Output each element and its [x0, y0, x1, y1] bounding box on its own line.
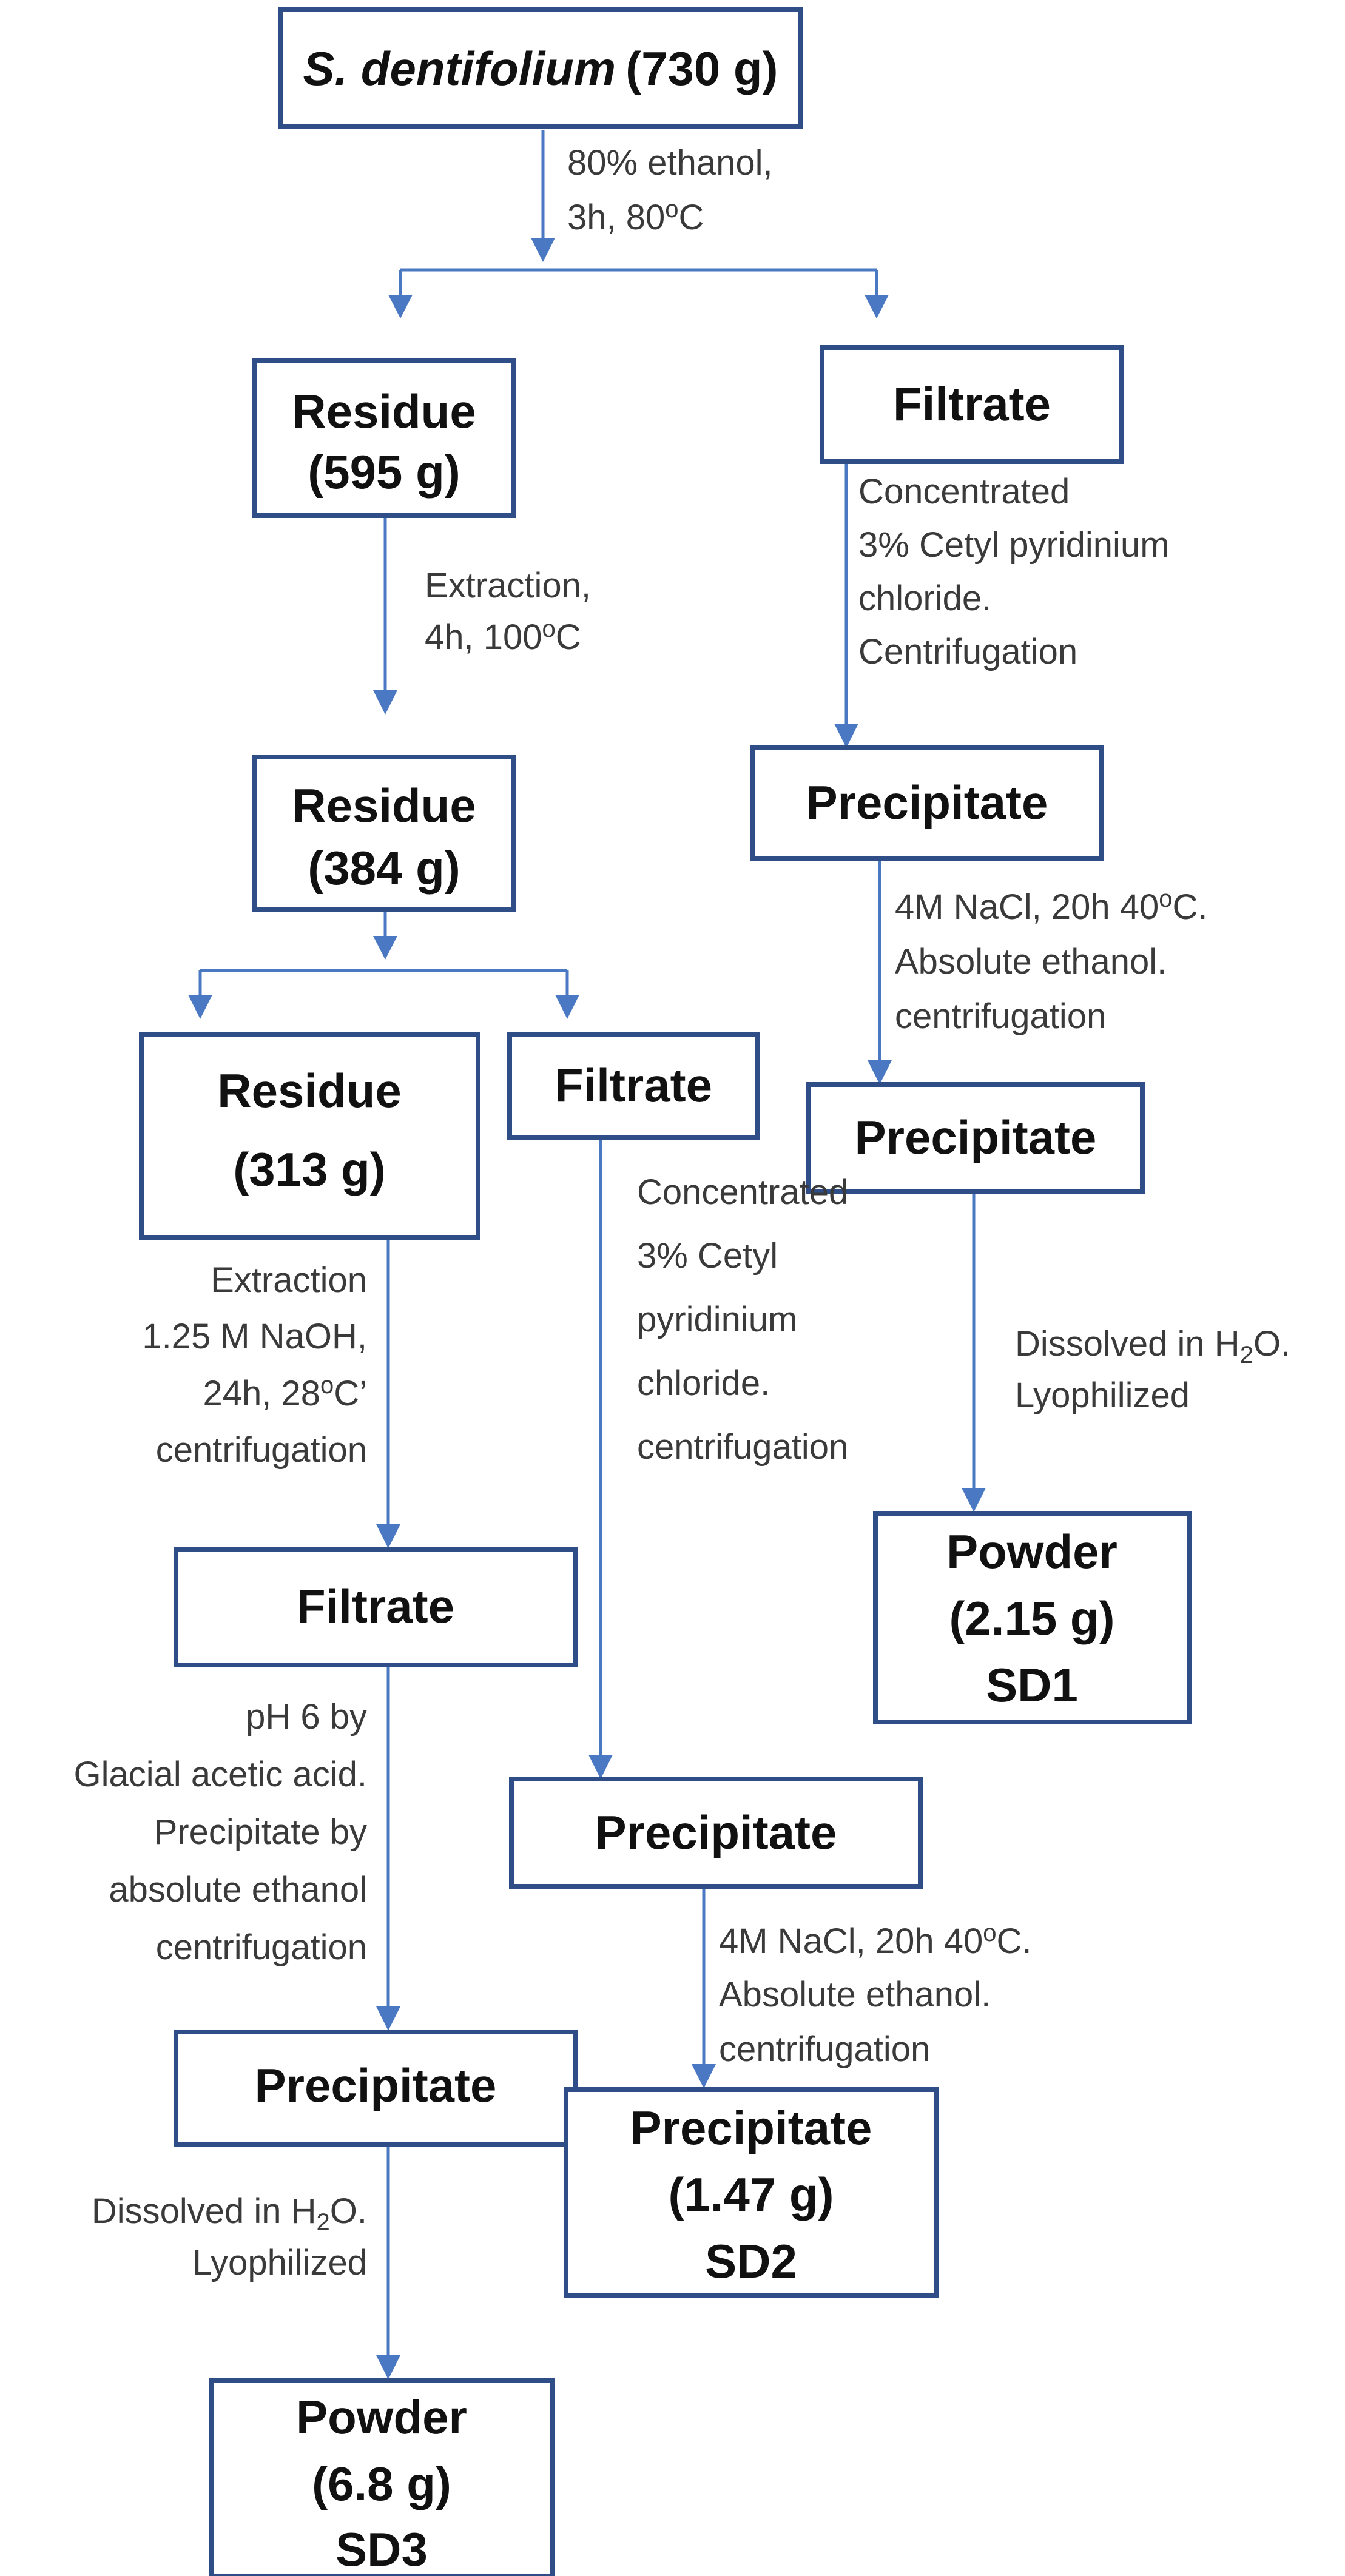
middle-nacl-line2: Absolute ethanol.: [719, 1975, 991, 2014]
precipitate-sd2-amount: (1.47 g): [668, 2168, 834, 2221]
acid-line5: centrifugation: [156, 1928, 367, 1967]
precipitate-sd2-box: [564, 2087, 939, 2298]
precipitate-sd2-code: SD2: [705, 2235, 797, 2288]
middle-nacl-line3: centrifugation: [719, 2030, 930, 2069]
boxes: [139, 7, 1192, 2576]
step1-line1: 80% ethanol,: [567, 143, 773, 183]
middle-cetyl-line4: chloride.: [637, 1364, 770, 1403]
right-cetyl-line3: chloride.: [858, 579, 991, 618]
middle-cetyl-line1: Concentrated: [637, 1172, 848, 1212]
precipitate-left-box: [174, 2030, 578, 2147]
naoh-line3: 24h, 28oC’: [203, 1372, 367, 1413]
root-box: [278, 7, 803, 129]
precipitate-right-1-box: [750, 745, 1104, 861]
step2-line1: Extraction,: [425, 566, 591, 605]
step2-line2: 4h, 100oC: [425, 616, 581, 657]
powder-sd1-code: SD1: [986, 1658, 1078, 1712]
root-label: S. dentifolium(730 g): [303, 42, 778, 95]
residue-313-amount: (313 g): [233, 1143, 385, 1196]
right-nacl-line2: Absolute ethanol.: [895, 942, 1167, 981]
box-labels: S. dentifolium(730 g) Residue (595 g) Fi…: [217, 42, 1117, 2576]
powder-sd3-amount: (6.8 g): [312, 2457, 451, 2510]
middle-cetyl-line5: centrifugation: [637, 1427, 848, 1467]
step1-line2: 3h, 80oC: [567, 196, 704, 237]
filtrate-middle-label: Filtrate: [555, 1058, 712, 1112]
right-cetyl-line1: Concentrated: [858, 472, 1070, 511]
step-annotations: 80% ethanol, 3h, 80oC Extraction, 4h, 10…: [73, 143, 1290, 2282]
right-nacl-line1: 4M NaCl, 20h 40oC.: [895, 886, 1207, 927]
arrowhead: [531, 238, 555, 262]
powder-sd1-amount: (2.15 g): [949, 1592, 1114, 1645]
precipitate-right-1-label: Precipitate: [806, 776, 1048, 829]
right-dissolve-line2: Lyophilized: [1015, 1376, 1190, 1415]
acid-line4: absolute ethanol: [109, 1870, 367, 1909]
filtrate-right-box: [820, 345, 1124, 464]
residue-384-amount: (384 g): [308, 841, 460, 895]
precipitate-right-2-label: Precipitate: [855, 1111, 1097, 1164]
acid-line1: pH 6 by: [246, 1697, 367, 1737]
species-amount: (730 g): [625, 42, 778, 95]
powder-sd3-code: SD3: [335, 2523, 428, 2576]
acid-line2: Glacial acetic acid.: [73, 1755, 367, 1794]
residue-384-title: Residue: [292, 779, 476, 832]
precipitate-left-label: Precipitate: [255, 2059, 497, 2112]
right-nacl-line3: centrifugation: [895, 997, 1106, 1036]
filtrate-left-label: Filtrate: [297, 1579, 454, 1633]
powder-sd3-box: [209, 2378, 555, 2576]
residue-313-title: Residue: [217, 1064, 401, 1117]
residue-595-title: Residue: [292, 385, 476, 438]
precipitate-middle-label: Precipitate: [595, 1806, 837, 1859]
precipitate-sd2-title: Precipitate: [630, 2101, 872, 2154]
precipitate-middle-box: [509, 1777, 923, 1889]
powder-sd1-title: Powder: [946, 1525, 1117, 1578]
residue-313-box: [139, 1032, 480, 1240]
right-cetyl-line2: 3% Cetyl pyridinium: [858, 525, 1170, 565]
naoh-line4: centrifugation: [156, 1430, 367, 1470]
middle-cetyl-line2: 3% Cetyl: [637, 1236, 778, 1276]
naoh-line2: 1.25 M NaOH,: [142, 1317, 367, 1356]
left-dissolve-line2: Lyophilized: [192, 2243, 367, 2282]
middle-nacl-line1: 4M NaCl, 20h 40oC.: [719, 1920, 1031, 1961]
left-dissolve-line1: Dissolved in H2O.: [92, 2191, 367, 2236]
residue-384-box: [252, 755, 516, 912]
right-cetyl-line4: Centrifugation: [858, 632, 1077, 671]
residue-595-amount: (595 g): [308, 445, 460, 499]
naoh-line1: Extraction: [211, 1260, 367, 1300]
filtrate-right-label: Filtrate: [893, 377, 1051, 431]
right-dissolve-line1: Dissolved in H2O.: [1015, 1324, 1290, 1368]
filtrate-left-box: [174, 1547, 578, 1667]
middle-cetyl-line3: pyridinium: [637, 1300, 797, 1339]
precipitate-right-2-box: [806, 1082, 1145, 1194]
residue-595-box: [252, 358, 516, 518]
powder-sd3-title: Powder: [296, 2390, 467, 2444]
filtrate-middle-box: [507, 1032, 760, 1140]
connectors: [188, 130, 986, 2379]
powder-sd1-box: [873, 1511, 1192, 1724]
acid-line3: Precipitate by: [154, 1812, 367, 1852]
species-name: S. dentifolium: [303, 42, 616, 95]
